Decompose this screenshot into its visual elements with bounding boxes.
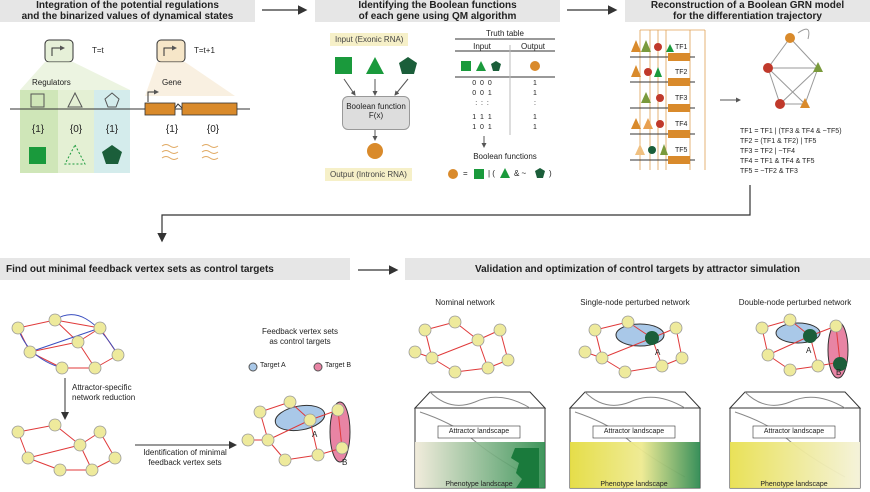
tf3-label: TF3 <box>675 95 688 102</box>
tt-output-header: Output <box>520 42 546 51</box>
panel-e-header: Identifying the Boolean functions of eac… <box>315 0 560 22</box>
tf5-label: TF5 <box>675 147 688 154</box>
panel-f-header: Reconstruction of a Boolean GRN model fo… <box>625 0 870 22</box>
tt-row-1: 0 0 0 <box>472 80 492 87</box>
single-perturbed-network <box>578 315 689 379</box>
target-b-legend: Target B <box>325 362 352 369</box>
equation-tf1: TF1 = TF1 | (TF3 & TF4 & ~TF5) <box>740 128 842 135</box>
panel-d-title-line2: and the binarized values of dynamical st… <box>21 11 234 22</box>
tt-row-3: : : : <box>475 100 489 107</box>
equation-tf5: TF5 = ~TF2 & TF3 <box>740 168 798 175</box>
tt-row-5: 1 0 1 <box>472 124 492 131</box>
panel-e-title-line1: Identifying the Boolean functions <box>358 0 517 11</box>
tt-out-3: : <box>534 100 536 107</box>
tt-row-2: 0 0 1 <box>472 90 492 97</box>
panel-h-title: Validation and optimization of control t… <box>474 263 801 275</box>
tt-row-4: 1 1 1 <box>472 114 492 121</box>
equation-tf2: TF2 = (TF1 & TF2) | TF5 <box>740 138 817 145</box>
landscape-nominal <box>413 391 547 489</box>
attractor-landscape-single: Attractor landscape <box>603 428 665 435</box>
panel-f-graphic <box>630 28 823 170</box>
tf2-label: TF2 <box>675 69 688 76</box>
double-target-a: A <box>806 346 812 355</box>
formula-and: & ~ <box>514 169 527 178</box>
attractor-landscape-double: Attractor landscape <box>763 428 825 435</box>
formula-ops: = <box>463 169 468 178</box>
reduction-label-line2: network reduction <box>72 393 136 402</box>
double-perturbed-label: Double-node perturbed network <box>738 298 852 307</box>
fvs-title-line1: Feedback vertex sets <box>261 327 339 336</box>
formula-or: | ( <box>488 169 495 178</box>
panel-h-header: Validation and optimization of control t… <box>405 258 870 280</box>
boolean-functions-label: Boolean functions <box>473 152 537 161</box>
arrow-f-to-g <box>157 185 751 243</box>
identification-label-line1: Identification of minimal <box>143 448 227 457</box>
formula-close: ) <box>549 169 552 178</box>
panel-f-title-line1: Reconstruction of a Boolean GRN model <box>650 0 845 11</box>
panel-g-title: Find out minimal feedback vertex sets as… <box>6 263 274 275</box>
panel-d-graphic <box>10 39 250 173</box>
output-intronic-label: Output (Intronic RNA) <box>325 168 412 181</box>
regulator-2-value: {0} <box>69 124 83 135</box>
panel-d-header: Integration of the potential regulations… <box>0 0 255 22</box>
truth-table-label: Truth table <box>486 29 524 38</box>
panel-e-title-line2: of each gene using QM algorithm <box>358 11 517 22</box>
identification-label-line2: feedback vertex sets <box>148 458 222 467</box>
input-exonic-label: Input (Exonic RNA) <box>330 33 409 46</box>
panel-e-graphic <box>335 38 555 179</box>
regulators-label: Regulators <box>32 78 71 87</box>
boolean-function-line1: Boolean function <box>346 102 406 111</box>
tt-input-header: Input <box>473 42 491 51</box>
double-target-b: B <box>836 368 842 377</box>
t-label: T=t <box>92 46 104 55</box>
tt-out-5: 1 <box>533 124 537 131</box>
single-perturbed-label: Single-node perturbed network <box>580 298 690 307</box>
tt-out-1: 1 <box>533 80 537 87</box>
attractor-landscape-nominal: Attractor landscape <box>448 428 510 435</box>
panel-g-header: Find out minimal feedback vertex sets as… <box>0 258 350 280</box>
gene-intron-value: {0} <box>206 124 220 135</box>
panel-g-graphic <box>11 313 351 477</box>
phenotype-landscape-single: Phenotype landscape <box>600 481 668 488</box>
target-a-marker: A <box>312 430 318 439</box>
single-target-a: A <box>655 348 661 357</box>
nominal-network <box>408 315 515 379</box>
gene-label: Gene <box>162 78 182 87</box>
t1-label: T=t+1 <box>194 46 215 55</box>
tf1-label: TF1 <box>675 44 688 51</box>
phenotype-landscape-double: Phenotype landscape <box>760 481 828 488</box>
nominal-network-label: Nominal network <box>435 298 495 307</box>
regulator-1-value: {1} <box>31 124 45 135</box>
target-a-legend: Target A <box>260 362 286 369</box>
gene-exon-value: {1} <box>165 124 179 135</box>
landscape-single <box>568 391 702 489</box>
panel-h-graphic <box>408 313 862 489</box>
landscape-double <box>728 391 862 489</box>
double-perturbed-network <box>755 313 849 379</box>
equation-tf4: TF4 = TF1 & TF4 & TF5 <box>740 158 815 165</box>
regulator-3-value: {1} <box>105 124 119 135</box>
panel-d-title-line1: Integration of the potential regulations <box>36 0 219 11</box>
tf-gene-rows <box>630 40 695 164</box>
tf4-label: TF4 <box>675 121 688 128</box>
boolean-function-box: Boolean function F(x) <box>342 96 410 130</box>
network-fvs <box>241 362 351 467</box>
reduction-label-line1: Attractor-specific <box>72 383 132 392</box>
phenotype-landscape-nominal: Phenotype landscape <box>445 481 513 488</box>
tt-out-2: 1 <box>533 90 537 97</box>
fvs-title-line2: as control targets <box>269 337 331 346</box>
tt-out-4: 1 <box>533 114 537 121</box>
boolean-function-line2: F(x) <box>368 111 384 120</box>
equation-tf3: TF3 = TF2 | ~TF4 <box>740 148 795 155</box>
target-b-marker: B <box>342 458 348 467</box>
panel-f-title-line2: for the differentiation trajectory <box>673 11 822 22</box>
